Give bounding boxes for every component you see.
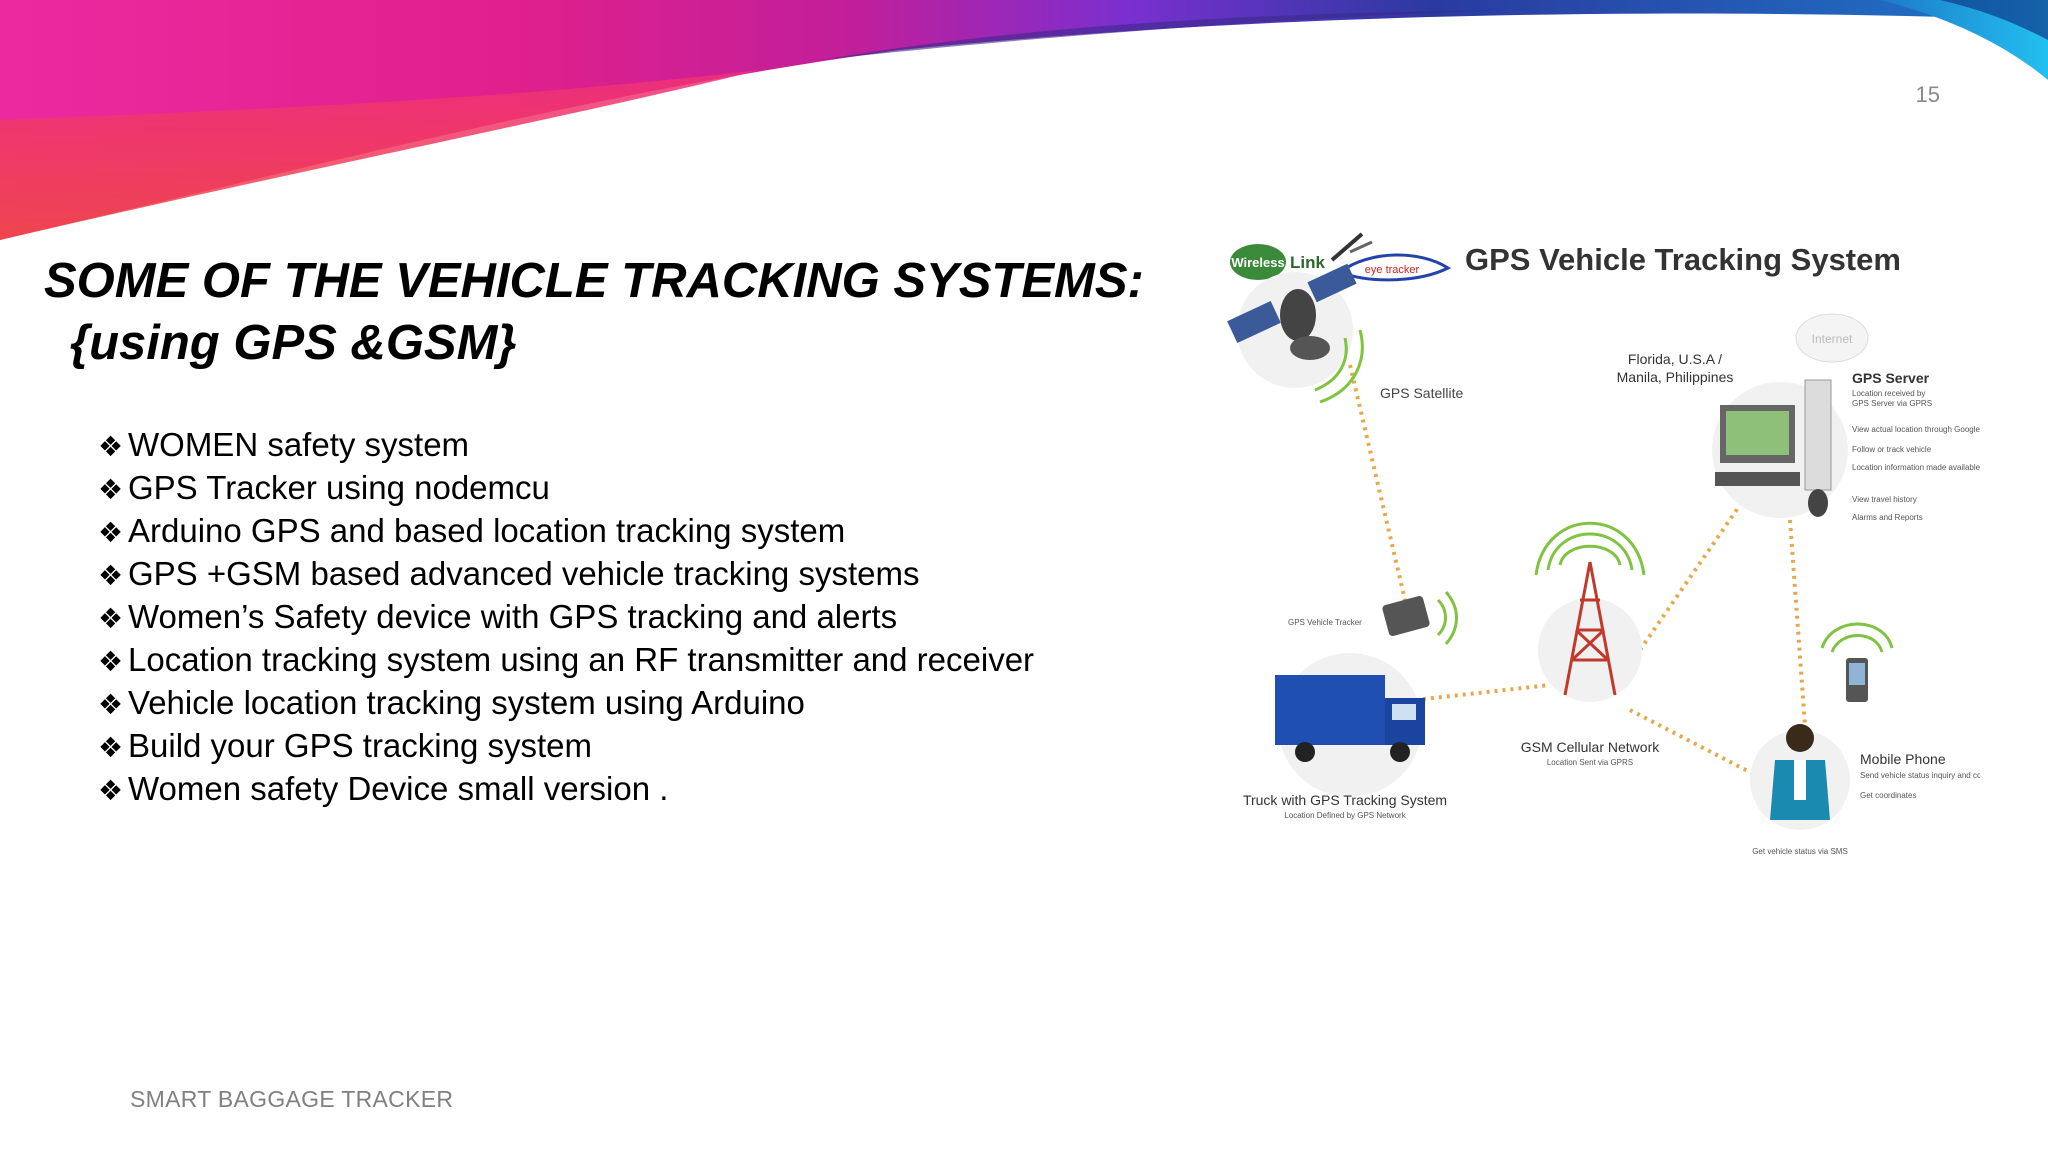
- gps-server-icon: [1712, 379, 1848, 518]
- logo-eye-text: eye tracker: [1365, 264, 1420, 276]
- list-item-text: GPS Tracker using nodemcu: [128, 469, 550, 506]
- gps-server-label: GPS Server: [1852, 370, 1930, 386]
- list-item: ❖GPS +GSM based advanced vehicle trackin…: [98, 553, 1034, 596]
- gps-tracking-diagram: Wireless Link eye tracker GPS Vehicle Tr…: [1227, 232, 1980, 856]
- truck-icon: [1275, 653, 1425, 797]
- list-item: Follow or track vehicle: [1852, 445, 1932, 454]
- internet-cloud-icon: Internet: [1795, 313, 1869, 363]
- slide-title-line2: {using GPS &GSM}: [70, 316, 517, 370]
- satellite-signal-icon: [1314, 329, 1364, 404]
- bullet-diamond-icon: ❖: [98, 516, 124, 549]
- list-item: ❖Location tracking system using an RF tr…: [98, 639, 1034, 682]
- location-line1: Florida, U.S.A /: [1628, 351, 1722, 367]
- wireless-link-logo: Wireless Link: [1230, 244, 1325, 280]
- server-note-2: GPS Server via GPRS: [1852, 399, 1932, 408]
- list-item: View travel history: [1852, 495, 1917, 504]
- server-feature-list: View actual location through Google Eart…: [1852, 425, 1980, 522]
- location-line2: Manila, Philippines: [1617, 369, 1734, 385]
- list-item-text: Build your GPS tracking system: [128, 727, 592, 764]
- gsm-network-sub: Location Sent via GPRS: [1547, 758, 1633, 767]
- list-item-text: Women safety Device small version .: [128, 770, 669, 807]
- sms-note: Get vehicle status via SMS: [1752, 847, 1848, 856]
- list-item: ❖Build your GPS tracking system: [98, 725, 1034, 768]
- mobile-phone-icon: [1820, 622, 1894, 702]
- bullet-diamond-icon: ❖: [98, 430, 124, 463]
- bullet-diamond-icon: ❖: [98, 774, 124, 807]
- gsm-tower-icon: [1538, 561, 1642, 702]
- gps-tracker-device-icon: [1382, 591, 1458, 645]
- list-item-text: WOMEN safety system: [128, 426, 470, 463]
- header-banner: [0, 0, 2048, 240]
- bullet-diamond-icon: ❖: [98, 473, 124, 506]
- bullet-diamond-icon: ❖: [98, 602, 124, 635]
- bullet-diamond-icon: ❖: [98, 559, 124, 592]
- satellite-icon: [1227, 263, 1357, 388]
- list-item: ❖Vehicle location tracking system using …: [98, 682, 1034, 725]
- list-item-text: Women’s Safety device with GPS tracking …: [128, 598, 898, 635]
- list-item-text: Arduino GPS and based location tracking …: [128, 512, 846, 549]
- list-item: Location information made available via …: [1852, 463, 1980, 472]
- gsm-network-label: GSM Cellular Network: [1521, 739, 1660, 755]
- bullet-diamond-icon: ❖: [98, 731, 124, 764]
- internet-label: Internet: [1812, 332, 1853, 346]
- connection-lines: [1348, 364, 1807, 782]
- server-note-1: Location received by: [1852, 389, 1925, 398]
- gps-satellite-label: GPS Satellite: [1380, 385, 1463, 401]
- list-item: ❖GPS Tracker using nodemcu: [98, 467, 1034, 510]
- slide-title-line1: SOME OF THE VEHICLE TRACKING SYSTEMS:: [44, 254, 1144, 308]
- bullet-diamond-icon: ❖: [98, 688, 124, 721]
- bullet-diamond-icon: ❖: [98, 645, 124, 678]
- slide-number: 15: [1915, 82, 1940, 107]
- bullet-list: ❖WOMEN safety system ❖GPS Tracker using …: [98, 424, 1034, 811]
- eye-tracker-logo: eye tracker: [1330, 232, 1452, 282]
- diagram-heading: GPS Vehicle Tracking System: [1465, 242, 1901, 277]
- list-item: ❖Women’s Safety device with GPS tracking…: [98, 596, 1034, 639]
- truck-label: Truck with GPS Tracking System: [1243, 792, 1447, 808]
- mobile-phone-label: Mobile Phone: [1860, 751, 1946, 767]
- list-item: ❖Arduino GPS and based location tracking…: [98, 510, 1034, 553]
- list-item: Get coordinates: [1860, 791, 1916, 800]
- list-item-text: Vehicle location tracking system using A…: [128, 684, 805, 721]
- footer-text: SMART BAGGAGE TRACKER: [130, 1086, 454, 1112]
- logo-link-text: Link: [1290, 253, 1325, 272]
- list-item: ❖Women safety Device small version .: [98, 768, 1034, 811]
- list-item: View actual location through Google Eart…: [1852, 425, 1980, 434]
- tower-signal-icon: [1534, 521, 1646, 576]
- slide-title: SOME OF THE VEHICLE TRACKING SYSTEMS: {u…: [44, 250, 1144, 374]
- list-item: Send vehicle status inquiry and command: [1860, 771, 1980, 780]
- list-item-text: Location tracking system using an RF tra…: [128, 641, 1035, 678]
- list-item: ❖WOMEN safety system: [98, 424, 1034, 467]
- tracker-label: GPS Vehicle Tracker: [1288, 618, 1362, 627]
- logo-wireless-text: Wireless: [1231, 255, 1284, 270]
- truck-sub: Location Defined by GPS Network: [1284, 811, 1406, 820]
- list-item: Alarms and Reports: [1852, 513, 1923, 522]
- person-icon: [1750, 724, 1850, 830]
- list-item-text: GPS +GSM based advanced vehicle tracking…: [128, 555, 920, 592]
